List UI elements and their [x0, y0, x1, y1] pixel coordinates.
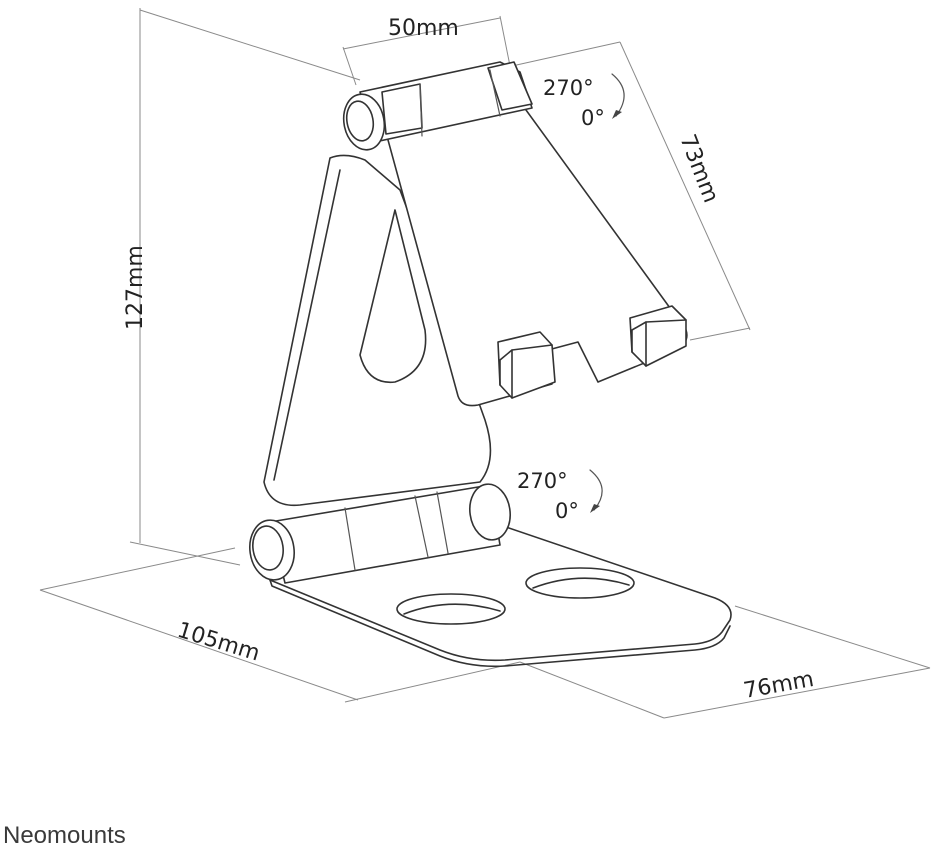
- leg-cutout: [359, 209, 427, 384]
- base-width-label: 76mm: [742, 667, 816, 704]
- support-lip-right: [629, 305, 687, 367]
- rotation-arrow-top: [611, 73, 625, 119]
- plate-height-label: 73mm: [674, 131, 723, 206]
- plate-extension-bottom: [689, 327, 751, 341]
- width-label: 50mm: [388, 16, 459, 41]
- lower-hinge: [249, 483, 511, 584]
- support-leg: [263, 154, 492, 507]
- base-hole-left: [396, 593, 506, 625]
- plate-extension-top: [511, 41, 621, 67]
- height-label: 127mm: [123, 245, 148, 330]
- base-length-label: 105mm: [174, 618, 262, 667]
- rotation-arrow-bottom: [589, 469, 603, 513]
- top-rotation-min-label: 0°: [581, 106, 605, 130]
- base-hole-right: [525, 567, 635, 599]
- bottom-rotation-max-label: 270°: [517, 469, 568, 493]
- base-length-dimension-line: [39, 589, 359, 701]
- lower-hinge-end-right: [469, 483, 511, 541]
- top-rotation-max-label: 270°: [543, 76, 594, 100]
- support-plate: [381, 87, 688, 407]
- upper-hinge: [342, 61, 533, 151]
- brand-logo: Neomounts: [3, 822, 126, 849]
- bottom-rotation-min-label: 0°: [555, 499, 579, 523]
- width-extension-left: [342, 46, 357, 86]
- dimension-lines: [39, 8, 931, 719]
- base-width-extension-right: [734, 605, 931, 669]
- base-length-extension-left: [39, 547, 236, 591]
- width-dimension-line: [342, 17, 501, 50]
- plate-dimension-line: [619, 41, 751, 331]
- support-lip-left: [497, 331, 556, 399]
- base-length-extension-right: [344, 661, 521, 703]
- base-width-extension-left: [519, 661, 665, 719]
- base-width-dimension-line: [663, 667, 931, 719]
- height-extension-bottom: [129, 541, 241, 566]
- width-extension-right: [499, 15, 511, 67]
- height-extension-top: [139, 9, 361, 81]
